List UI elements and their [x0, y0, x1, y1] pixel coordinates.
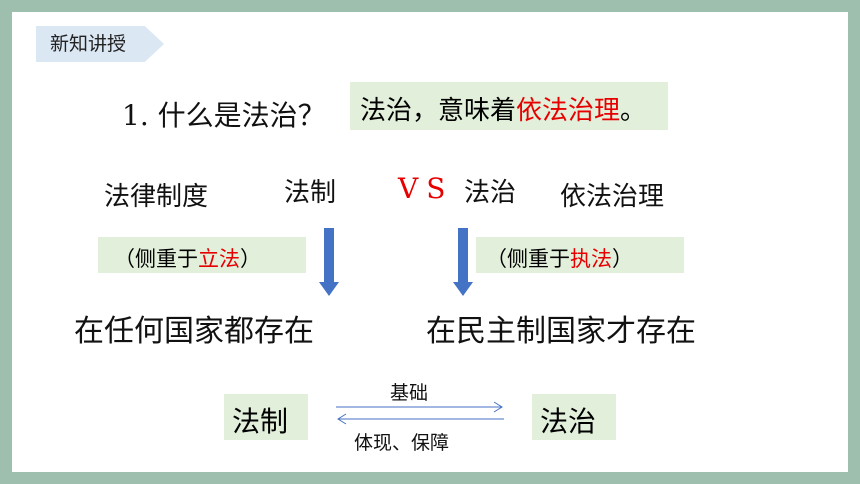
- relation-left-box: 法制: [224, 394, 308, 440]
- right-conclusion: 在民主制国家才存在: [426, 314, 696, 349]
- question-heading: 1. 什么是法治？: [122, 94, 326, 134]
- right-emphasis-key: 执法: [570, 247, 612, 271]
- right-term: 法治: [464, 178, 517, 208]
- relation-top-label: 基础: [390, 382, 429, 404]
- right-emphasis-close: ）: [612, 247, 633, 271]
- left-conclusion: 在任何国家都存在: [74, 314, 314, 349]
- relation-right: 法治: [540, 405, 597, 438]
- left-term: 法制: [284, 178, 337, 208]
- left-emphasis-key: 立法: [198, 247, 240, 271]
- definition-suffix: 。: [620, 96, 647, 126]
- question-number: 1.: [122, 99, 149, 132]
- definition-box: 法治，意味着依法治理。: [350, 82, 668, 130]
- right-label: 依法治理: [560, 182, 665, 212]
- right-emphasis-open: （侧重于: [486, 247, 570, 271]
- left-label: 法律制度: [104, 182, 209, 212]
- vs-label: VS: [398, 172, 454, 205]
- section-tag: 新知讲授: [36, 26, 164, 62]
- right-emphasis-box: （侧重于执法）: [476, 237, 684, 273]
- definition-prefix: 法治，意味着: [360, 96, 517, 126]
- slide-canvas: 新知讲授 1. 什么是法治？ 法治，意味着依法治理。 法律制度 法制 VS 法治…: [12, 12, 848, 472]
- left-emphasis-close: ）: [240, 247, 261, 271]
- question-text: 什么是法治？: [157, 99, 326, 132]
- left-down-arrow-icon: [319, 228, 339, 300]
- left-emphasis-box: （侧重于立法）: [98, 237, 306, 273]
- right-down-arrow-icon: [453, 228, 473, 300]
- relation-arrows-icon: [336, 401, 504, 425]
- definition-highlight: 依法治理: [516, 96, 621, 126]
- relation-right-box: 法治: [532, 394, 616, 440]
- left-emphasis-open: （侧重于: [114, 247, 198, 271]
- relation-left: 法制: [232, 405, 289, 438]
- relation-bottom-label: 体现、保障: [354, 432, 450, 454]
